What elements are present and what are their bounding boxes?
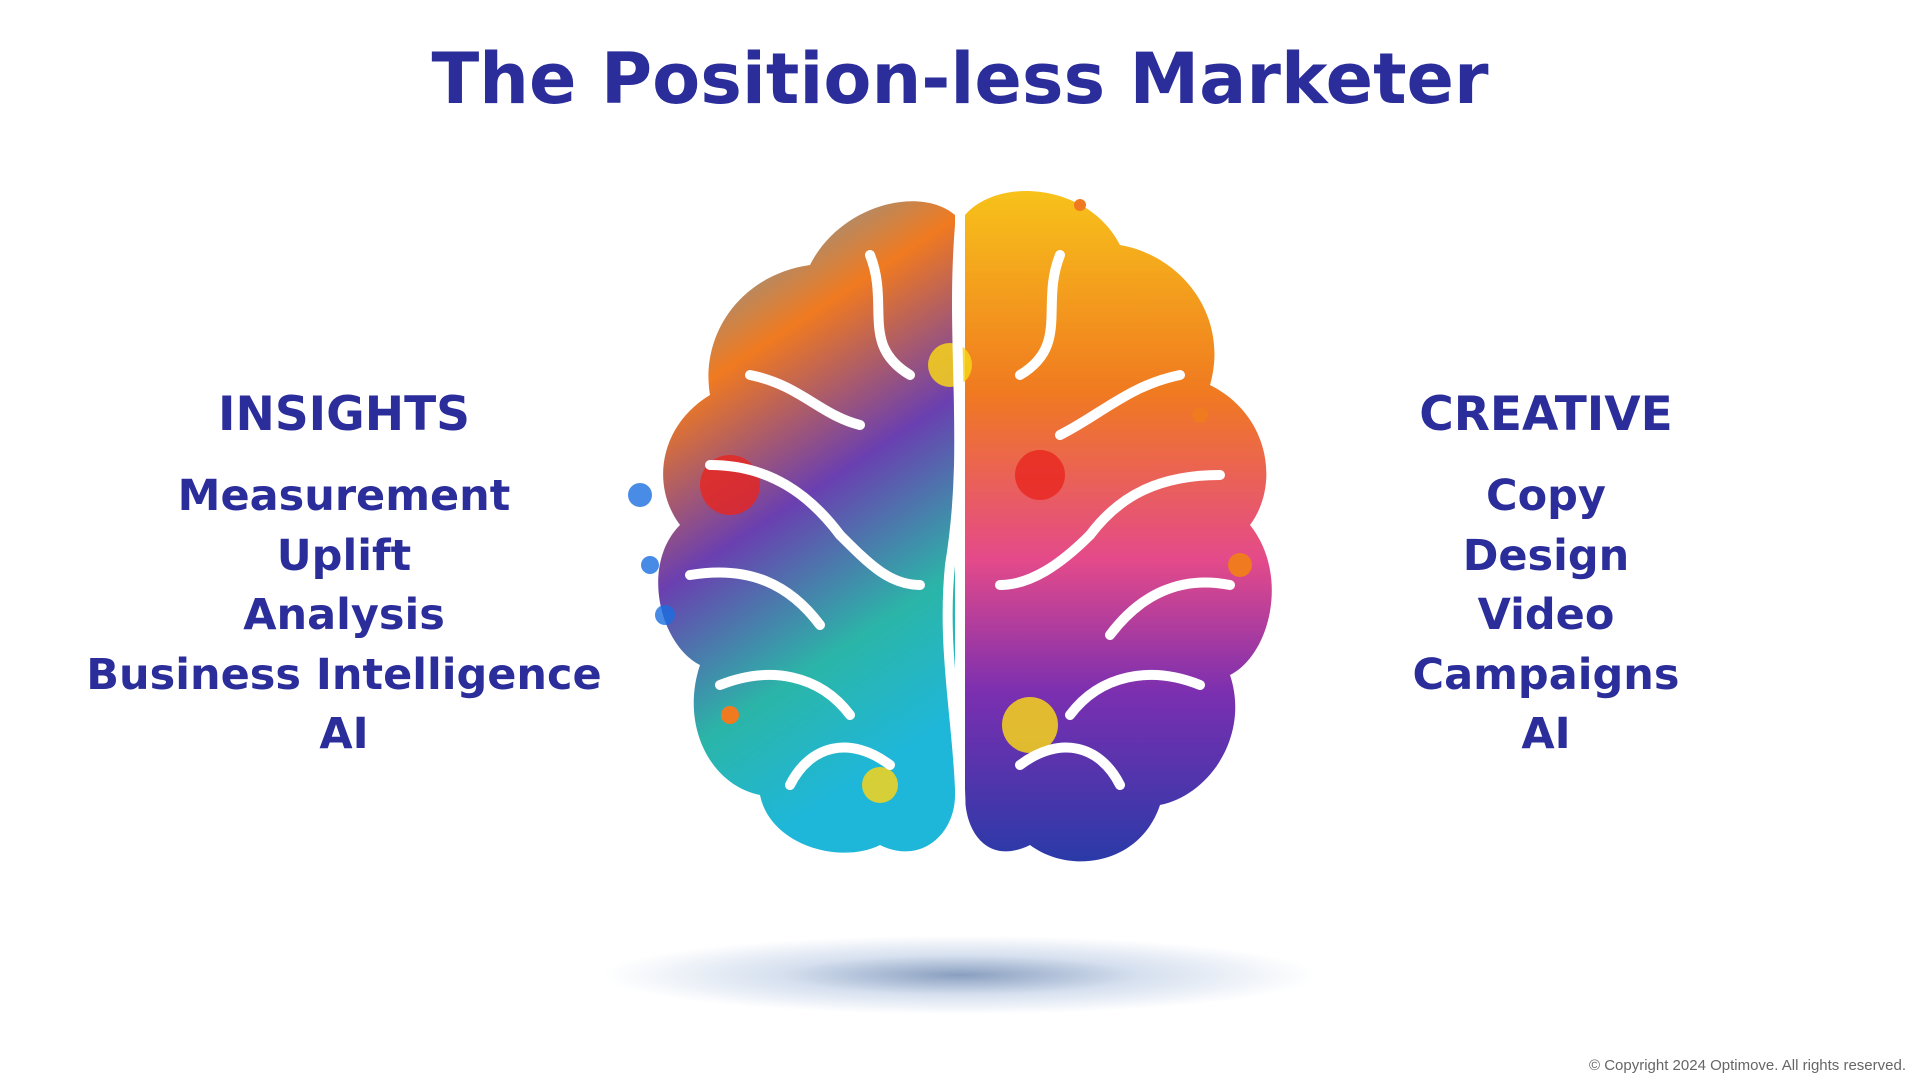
insights-item: Business Intelligence xyxy=(86,649,602,700)
creative-item: Copy xyxy=(1486,471,1606,521)
insights-column: INSIGHTS Measurement Uplift Analysis Bus… xyxy=(34,385,654,765)
creative-item: Video xyxy=(1477,590,1615,640)
page-title: The Position-less Marketer xyxy=(431,38,1489,120)
insights-item: Measurement xyxy=(177,471,511,521)
insights-heading: INSIGHTS xyxy=(218,387,470,442)
copyright-notice: © Copyright 2024 Optimove. All rights re… xyxy=(1588,1057,1906,1074)
creative-item: Campaigns xyxy=(1412,649,1680,700)
insights-item: Uplift xyxy=(276,530,412,581)
creative-item: Design xyxy=(1462,530,1630,581)
creative-heading: CREATIVE xyxy=(1419,387,1673,442)
insights-item: Analysis xyxy=(243,590,445,640)
insights-item: AI xyxy=(319,709,369,759)
brain-shadow xyxy=(600,935,1320,1015)
creative-item: AI xyxy=(1521,709,1571,759)
brain-illustration xyxy=(628,191,1272,862)
creative-column: CREATIVE Copy Design Video Campaigns AI xyxy=(1236,385,1856,765)
